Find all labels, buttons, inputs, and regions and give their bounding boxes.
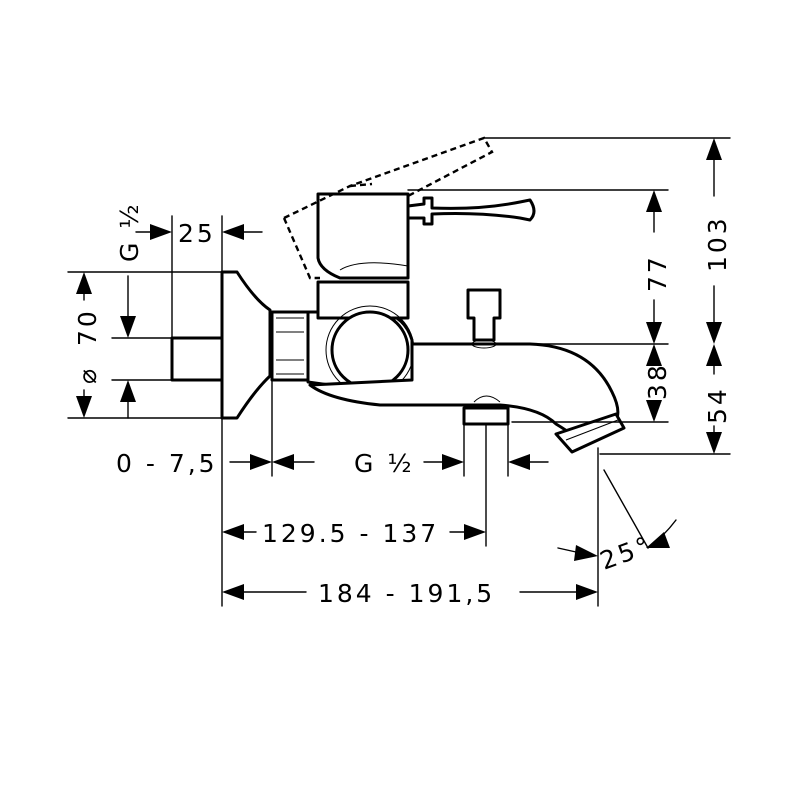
dimension-lines bbox=[67, 137, 731, 607]
dim-g-half-inlet: G ½ bbox=[115, 201, 144, 262]
faucet-body bbox=[170, 136, 626, 454]
diverter-knob bbox=[466, 288, 502, 342]
dim-spout-to-axis: 54 bbox=[703, 386, 732, 424]
dim-spout-angle: 25° bbox=[596, 530, 656, 575]
aerator bbox=[554, 412, 626, 454]
hose-outlet bbox=[462, 406, 510, 426]
hex-nut bbox=[270, 310, 310, 382]
dim-wall-offset: 0 - 7,5 bbox=[116, 449, 218, 478]
lever-handle bbox=[406, 196, 536, 226]
dim-diameter-symbol: ⌀ bbox=[73, 366, 102, 384]
cartridge-cover bbox=[330, 310, 410, 390]
dim-total-height: 103 bbox=[703, 215, 732, 272]
dim-escutcheon-diameter: 70 bbox=[73, 308, 102, 346]
dim-inlet-depth: 25 bbox=[178, 219, 216, 248]
dim-outlet-distance: 129.5 - 137 bbox=[262, 519, 439, 548]
lever-body bbox=[316, 192, 410, 280]
escutcheon bbox=[220, 270, 272, 420]
dimension-labels: 25 G ½ 70 ⌀ 0 - 7,5 G ½ 129.5 - 137 184 … bbox=[73, 201, 732, 608]
dim-spout-drop: 38 bbox=[643, 362, 672, 400]
dim-spout-length: 184 - 191,5 bbox=[318, 579, 495, 608]
dim-lever-height: 77 bbox=[643, 254, 672, 292]
inlet-stub bbox=[170, 336, 224, 382]
dim-outlet-thread: G ½ bbox=[354, 449, 415, 478]
